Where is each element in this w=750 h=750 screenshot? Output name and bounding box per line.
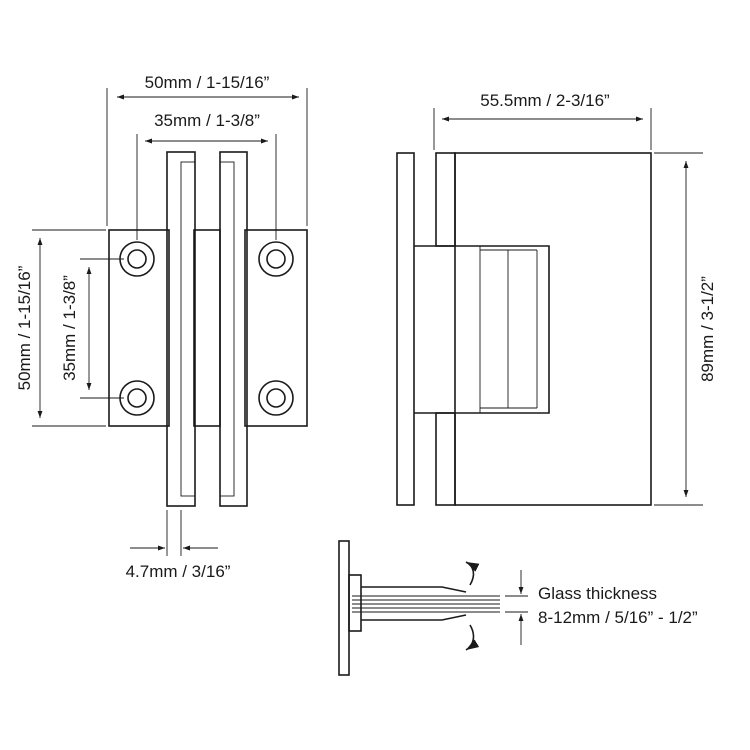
side-width-label: 55.5mm / 2-3/16” (480, 91, 610, 110)
side-flange-top (435, 152, 456, 247)
dimension-side-width: 55.5mm / 2-3/16” (433, 91, 652, 150)
glass-thickness-range: 8-12mm / 5/16” - 1/2” (538, 608, 698, 627)
side-knuckle (414, 245, 550, 414)
detail-lower-jaw (361, 614, 467, 621)
screw-hole-bottom-right (258, 380, 294, 416)
rotation-arrow-up-icon (465, 561, 480, 586)
glass-thickness-title: Glass thickness (538, 584, 657, 603)
height-inner-label: 35mm / 1-3/8” (60, 275, 79, 381)
right-clamp-plate-outer (219, 151, 248, 507)
right-clamp-plate-inner (219, 161, 235, 497)
center-body (193, 229, 221, 427)
dimension-height-inner: 35mm / 1-3/8” (60, 258, 124, 399)
screw-hole-top-left (119, 241, 155, 277)
front-view: 50mm / 1-15/16” 35mm / 1-3/8” 50mm / 1-1… (15, 73, 308, 581)
detail-glass-lines (352, 595, 500, 613)
detail-wall-plate (338, 540, 350, 676)
dimension-side-height: 89mm / 3-1/2” (654, 152, 717, 506)
glass-detail: Glass thickness 8-12mm / 5/16” - 1/2” (338, 540, 698, 676)
left-wing-plate (108, 229, 170, 427)
width-inner-label: 35mm / 1-3/8” (154, 111, 260, 130)
detail-upper-jaw (361, 586, 467, 593)
rotation-arrow-down-icon (465, 624, 480, 651)
dimension-width-outer: 50mm / 1-15/16” (106, 73, 308, 226)
height-outer-label: 50mm / 1-15/16” (15, 265, 34, 390)
dimension-plate-thickness: 4.7mm / 3/16” (126, 510, 231, 581)
screw-hole-top-right (258, 241, 294, 277)
dimension-height-outer: 50mm / 1-15/16” (15, 229, 106, 427)
detail-mount-block (348, 574, 362, 632)
left-clamp-plate-inner (180, 161, 196, 497)
plate-thickness-label: 4.7mm / 3/16” (126, 562, 231, 581)
dimension-width-inner: 35mm / 1-3/8” (136, 111, 277, 240)
width-outer-label: 50mm / 1-15/16” (145, 73, 270, 92)
side-view: 55.5mm / 2-3/16” 89mm / 3-1/2” (396, 91, 717, 506)
side-flange-bottom (435, 412, 456, 506)
right-wing-plate (244, 229, 308, 427)
side-wall-plate (396, 152, 415, 506)
screw-hole-bottom-left (119, 380, 155, 416)
side-height-label: 89mm / 3-1/2” (698, 276, 717, 382)
side-main-body (454, 152, 652, 506)
